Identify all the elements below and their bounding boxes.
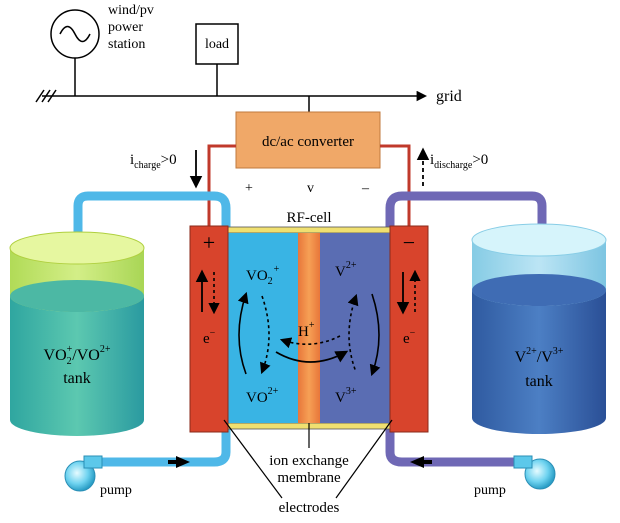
right-tank-species: V2+/V3+ [515,346,564,366]
discharge-suffix: >0 [472,152,488,168]
source-label-line3: station [108,37,145,52]
source-label-line1: wind/pv [108,3,154,18]
left-pump-label: pump [100,483,132,498]
ion-exchange-membrane [298,233,320,423]
left-charge-arc-icon [237,291,249,375]
sine-wave-icon [59,25,91,43]
species-proton: H+ [298,320,315,340]
left-pipe-bottom [100,425,231,467]
rf-cell: RF-cell + − e− e− VO2+ VO2+ V2+ V3+ H+ [189,210,429,433]
left-pump: pump [64,455,132,498]
left-pipe-top [73,191,231,240]
right-flow-arrow-icon [410,456,424,468]
charge-current: icharge>0 [130,150,203,189]
left-tank-species: VO2+/VO2+ [44,344,111,367]
membrane-label: ion exchange membrane [269,423,349,486]
rf-cell-title: RF-cell [287,210,332,226]
left-discharge-arc-icon [260,295,271,375]
right-pipe-top [385,191,547,240]
discharge-i: i [430,152,434,168]
charge-sub: charge [134,160,161,171]
right-pump-label: pump [474,483,506,498]
discharge-sub: discharge [434,160,473,171]
right-pipes [385,191,547,468]
positive-electrode [189,225,229,433]
converter-plus: + [245,181,253,196]
right-charge-arc-icon [369,293,381,377]
electrodes-label: electrodes [223,419,393,516]
dc-ac-converter: dc/ac converter + v – [235,111,381,196]
charge-suffix: >0 [161,152,177,168]
converter-label: dc/ac converter [262,134,354,150]
left-tank-label: tank [63,370,91,387]
right-pump: pump [474,455,556,498]
charge-i: i [130,152,134,168]
proton-discharge-arrow-icon [279,335,341,349]
grid-label: grid [436,88,462,105]
converter-minus: – [361,181,370,196]
right-discharge-arc-icon [347,293,359,373]
species-v-3plus: V3+ [335,386,357,406]
left-flow-arrow-icon [176,456,190,468]
converter-v: v [307,181,314,196]
ground-hatch-icon [35,89,45,103]
membrane-label-line1: ion exchange [269,453,349,469]
discharge-current: idischarge>0 [416,147,488,186]
species-vo2-plus: VO2+ [246,264,280,287]
grid-line: grid [35,88,462,112]
negative-electrode [389,225,429,433]
svg-text:icharge>0: icharge>0 [130,152,177,171]
species-vo-2plus: VO2+ [246,386,279,406]
proton-charge-arrow-icon [275,350,349,363]
species-v-2plus: V2+ [335,260,357,280]
converter-box [235,111,381,169]
load-box [195,23,239,65]
positive-terminal: + [203,230,215,255]
electrodes-label-text: electrodes [279,500,340,516]
membrane-label-line2: membrane [277,470,341,486]
right-tank: V2+/V3+ tank [471,223,607,434]
load-label: load [205,37,229,52]
right-tank-label: tank [525,373,553,390]
left-pipes [73,191,231,468]
left-electron: e− [203,328,216,347]
source-label-line2: power [108,20,143,35]
svg-text:idischarge>0: idischarge>0 [430,152,488,171]
left-tank: VO2+/VO2+ tank [9,231,145,436]
negative-terminal: − [403,230,415,255]
power-source: wind/pv power station [50,3,154,96]
dc-wires [207,144,411,228]
right-pipe-bottom [385,425,522,467]
load: load [195,23,239,96]
right-electron: e− [403,328,416,347]
